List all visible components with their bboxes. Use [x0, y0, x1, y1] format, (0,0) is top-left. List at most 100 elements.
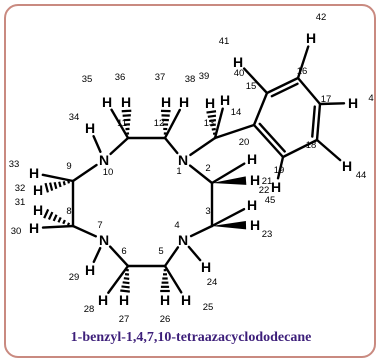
bond-c8-h31-hash [47, 211, 54, 220]
bond-c6-h27-hash [121, 285, 130, 289]
bond-c8-h31-hash [62, 219, 66, 225]
bond-c11-h35 [110, 108, 130, 140]
atom-symbol-h21: H [250, 172, 260, 188]
bond-c17-c18 [315, 102, 322, 142]
atom-symbol-h37: H [161, 94, 171, 110]
atom-symbol-h29: H [85, 262, 95, 278]
atom-symbol-h34: H [85, 120, 95, 136]
atom-symbol-h45: H [271, 179, 281, 195]
atom-number-c5: 5 [158, 246, 163, 257]
atom-number-h39: 39 [199, 71, 210, 82]
atom-number-c14: 14 [231, 107, 242, 118]
bond-n4-h24 [187, 245, 202, 262]
bond-c6-h28 [107, 264, 130, 294]
atom-number-n1: 1 [176, 166, 181, 177]
atom-symbol-h22: H [247, 197, 257, 213]
bond-c8-h31-hash [66, 222, 71, 226]
atom-symbol-n10: N [99, 152, 109, 168]
bond-c13-h39-hash [210, 123, 216, 127]
bond-c17-c18-second-line [311, 105, 316, 138]
bond-c12-h37 [160, 109, 171, 135]
bond-c6-h27-hash [120, 289, 130, 293]
atom-number-n4: 4 [174, 220, 179, 231]
atom-number-h45: 45 [265, 195, 276, 206]
atom-number-h31: 31 [15, 197, 26, 208]
atom-symbol-h41: H [233, 54, 243, 70]
bond-c6-h27-hash [122, 281, 130, 285]
atom-number-h21: 21 [262, 176, 273, 187]
atom-number-h25: 25 [203, 302, 214, 313]
bond-c9-h32 [44, 180, 71, 193]
atom-symbol-h42: H [306, 30, 316, 46]
bond-n10-c11 [109, 136, 130, 156]
bond-c2-h20 [210, 162, 246, 185]
atom-number-h22: 22 [259, 185, 270, 196]
bond-n10-h34 [92, 135, 102, 153]
atom-number-h27: 27 [119, 314, 130, 325]
atom-number-c16: 16 [297, 66, 308, 77]
bond-c13-h40 [213, 107, 224, 140]
bond-c9-h33 [41, 173, 75, 183]
figure-frame [4, 4, 376, 358]
bond-c8-h31-hash [57, 216, 62, 223]
atom-number-h26: 26 [160, 314, 171, 325]
atom-number-c6: 6 [121, 246, 126, 257]
bond-c8-h31-hash [52, 214, 58, 222]
bond-c19-h45 [276, 155, 285, 180]
atom-symbol-n4: N [178, 232, 188, 248]
atom-number-h37: 37 [155, 72, 166, 83]
atom-symbol-h36: H [121, 94, 131, 110]
atom-number-c8: 8 [66, 206, 71, 217]
bond-n1-c13 [189, 136, 217, 157]
atom-number-h28: 28 [84, 304, 95, 315]
bond-n1-c2 [188, 164, 214, 185]
bond-c16-h42 [296, 45, 310, 80]
bond-c3-h22 [210, 207, 246, 228]
atom-number-h36: 36 [115, 72, 126, 83]
bond-c8-h31-hash [43, 208, 50, 219]
bond-c17-h4 [318, 102, 346, 106]
atom-symbol-h23: H [250, 217, 260, 233]
atom-symbol-h35: H [102, 94, 112, 110]
bond-c14-c15 [252, 91, 269, 127]
atom-number-h20: 20 [239, 137, 250, 148]
atom-number-h30: 30 [11, 226, 22, 237]
bond-layer [41, 45, 346, 294]
atom-number-h42: 42 [316, 12, 327, 23]
atom-symbol-h24: H [201, 259, 211, 275]
bond-c9-h32-hash [62, 181, 66, 186]
bond-c15-h41 [242, 67, 269, 95]
atom-number-h4: 4 [368, 93, 373, 104]
atom-number-h23: 23 [262, 229, 273, 240]
bond-c9-h32-hash [44, 182, 49, 193]
atom-number-h35: 35 [82, 74, 93, 85]
bond-c6-n7 [108, 245, 130, 268]
bond-c9-h32-hash [58, 181, 62, 188]
bond-c16-c17 [296, 76, 322, 106]
atom-number-h40: 40 [234, 68, 245, 79]
bond-c9-h32-hash [49, 182, 54, 191]
atom-symbol-h32: H [33, 182, 43, 198]
atom-symbol-h44: H [342, 158, 352, 174]
atom-symbol-h40: H [220, 92, 230, 108]
bond-c11-h36-hash [121, 109, 132, 113]
bond-c12-n1 [163, 136, 179, 155]
bond-n7-h29 [92, 246, 102, 264]
bond-c5-h26 [160, 269, 170, 293]
atom-number-h44: 44 [356, 170, 367, 181]
atom-number-c11: 11 [117, 118, 127, 129]
atom-number-c9: 9 [66, 161, 71, 172]
atom-number-h24: 24 [207, 277, 218, 288]
bond-c8-h31 [43, 208, 71, 226]
atom-number-n10: 10 [103, 167, 114, 178]
bond-c13-h39-hash [206, 110, 217, 114]
bond-c9-n10 [71, 163, 98, 183]
bond-c9-h32-hash [67, 180, 71, 184]
bond-c6-h27 [120, 268, 130, 293]
atom-symbol-h26: H [160, 292, 170, 308]
atom-symbol-h28: H [98, 292, 108, 308]
atom-number-h34: 34 [69, 112, 80, 123]
